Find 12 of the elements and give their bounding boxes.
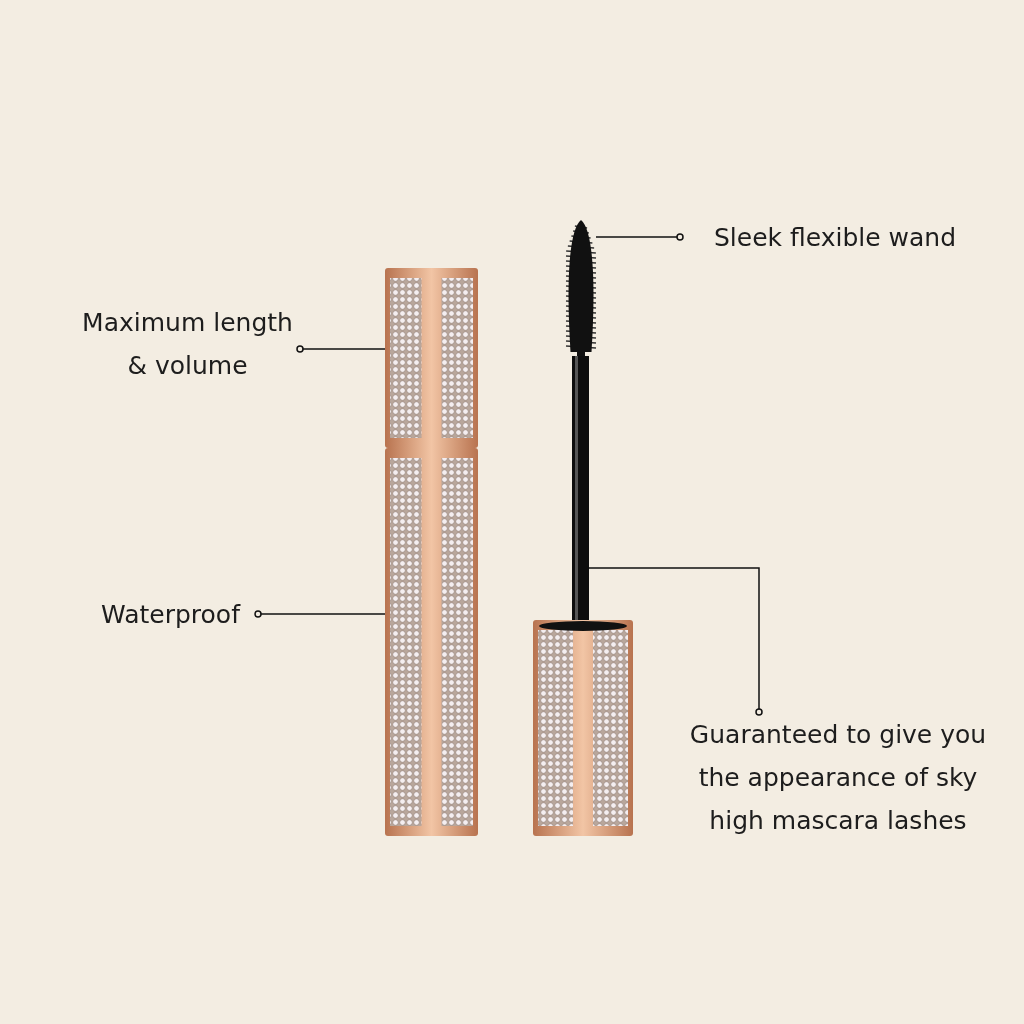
callout-text: Guaranteed to give you the appearance of sky high mascara lashes <box>668 712 1008 842</box>
callout-text: Waterproof <box>88 592 253 636</box>
leader-line <box>254 610 386 618</box>
wand-stem-drawing <box>572 356 589 620</box>
callout-text: Sleek flexible wand <box>695 215 975 259</box>
mascara-brush-drawing <box>566 220 596 356</box>
callout-text: Maximum length & volume <box>80 292 295 396</box>
mascara-cap-drawing <box>385 268 478 448</box>
mascara-tube-drawing <box>385 448 478 836</box>
leader-line <box>296 345 386 353</box>
leader-line <box>595 233 684 241</box>
leader-line <box>588 567 763 716</box>
